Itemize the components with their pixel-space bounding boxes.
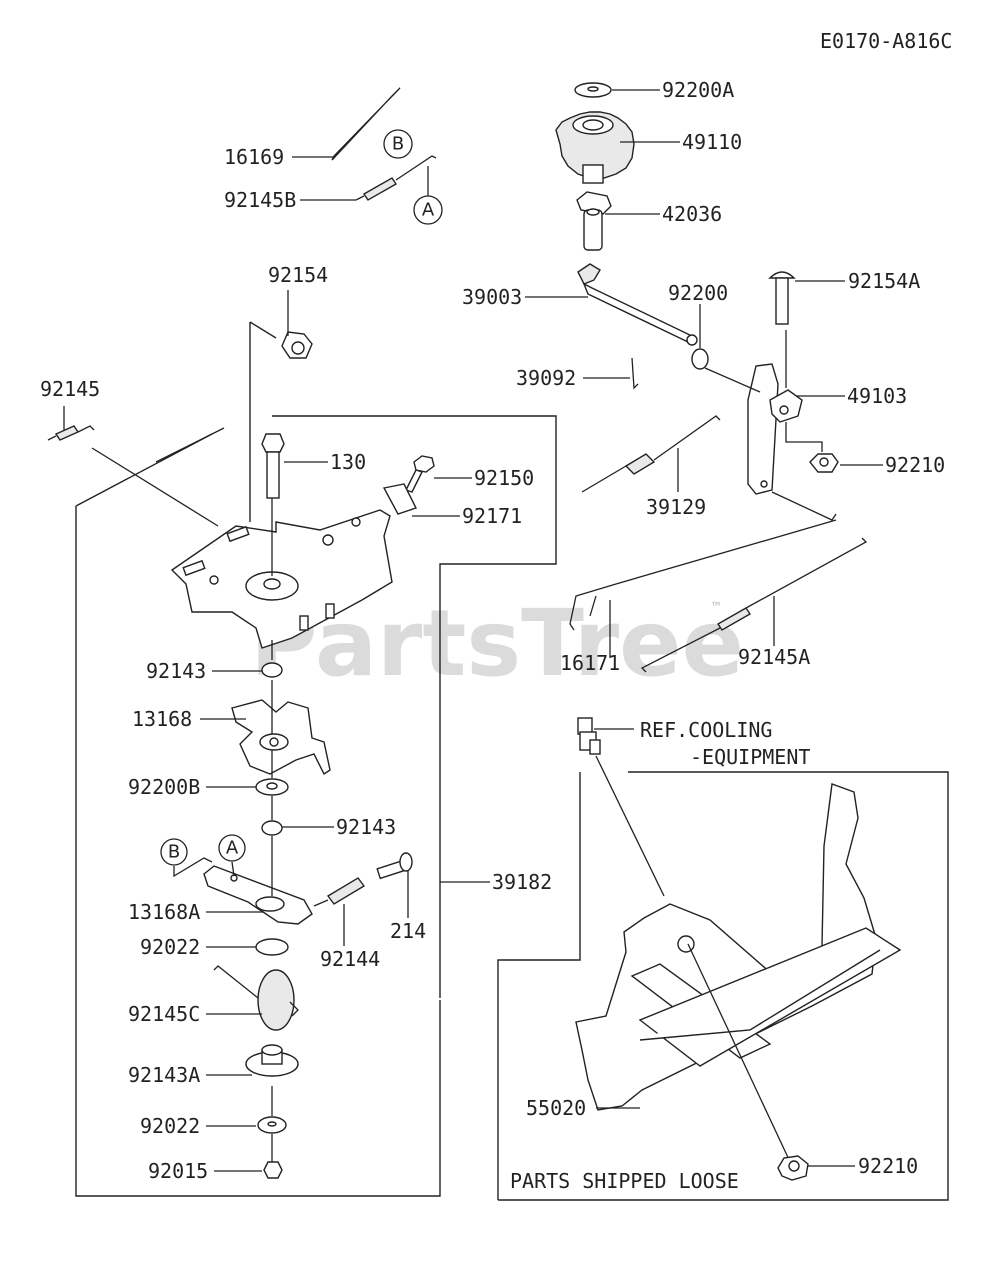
watermark-tm: ™ <box>712 600 720 616</box>
screw-214-part <box>376 852 413 880</box>
label-92143-lower[interactable]: 92143 <box>336 815 396 839</box>
bolt-130-part <box>261 433 285 499</box>
spring-92145-part <box>47 425 95 441</box>
marker-b-lower <box>160 838 188 866</box>
ref-note-line1: REF.COOLING <box>640 718 772 742</box>
spring-92145B-part <box>355 155 437 201</box>
clip-92171-part <box>382 483 417 515</box>
label-92154A[interactable]: 92154A <box>848 269 920 293</box>
spring-92145A-part <box>640 537 868 673</box>
label-16171[interactable]: 16171 <box>560 651 620 675</box>
lever-13168-part <box>231 699 331 776</box>
washer-92200A-part <box>574 82 612 98</box>
label-214[interactable]: 214 <box>390 919 426 943</box>
label-92171[interactable]: 92171 <box>462 504 522 528</box>
spring-92144-part <box>313 877 366 907</box>
label-39182[interactable]: 39182 <box>492 870 552 894</box>
washer-92143-upper-part <box>261 662 283 678</box>
label-92200A[interactable]: 92200A <box>662 78 734 102</box>
rod-16171-part <box>569 519 837 631</box>
label-92210-top[interactable]: 92210 <box>885 453 945 477</box>
label-92145A[interactable]: 92145A <box>738 645 810 669</box>
label-39003[interactable]: 39003 <box>462 285 522 309</box>
marker-b-lower-text: B <box>168 842 180 863</box>
marker-b-top <box>383 129 413 159</box>
label-92154[interactable]: 92154 <box>268 263 328 287</box>
ref-note-line2: -EQUIPMENT <box>690 745 810 769</box>
washer-92143-lower-part <box>261 820 283 836</box>
marker-a-lower <box>218 834 246 862</box>
bolt-92154A-part <box>768 271 796 325</box>
bolt-92154-part <box>281 331 313 359</box>
label-92145[interactable]: 92145 <box>40 377 100 401</box>
label-16169[interactable]: 16169 <box>224 145 284 169</box>
shield-55020-part <box>575 783 902 1111</box>
label-92150[interactable]: 92150 <box>474 466 534 490</box>
label-42036[interactable]: 42036 <box>662 202 722 226</box>
label-92022-upper[interactable]: 92022 <box>140 935 200 959</box>
label-55020[interactable]: 55020 <box>526 1096 586 1120</box>
label-39129[interactable]: 39129 <box>646 495 706 519</box>
bracket-part <box>170 509 393 649</box>
shaft-42036-part <box>576 191 612 251</box>
label-92015[interactable]: 92015 <box>148 1159 208 1183</box>
diagram-code: E0170-A816C <box>820 29 952 53</box>
nut-92210-bottom-part <box>777 1155 809 1181</box>
label-92200B[interactable]: 92200B <box>128 775 200 799</box>
label-92145B[interactable]: 92145B <box>224 188 296 212</box>
label-92210-bottom[interactable]: 92210 <box>858 1154 918 1178</box>
label-92145C[interactable]: 92145C <box>128 1002 200 1026</box>
label-92143A[interactable]: 92143A <box>128 1063 200 1087</box>
spring-92145C-part <box>213 965 299 1031</box>
governor-shaft-39003-part <box>577 263 698 346</box>
stud-bolt-part <box>577 717 601 755</box>
loose-parts-note: PARTS SHIPPED LOOSE <box>510 1169 739 1193</box>
label-39092[interactable]: 39092 <box>516 366 576 390</box>
marker-a-top-text: A <box>422 200 435 221</box>
label-49103[interactable]: 49103 <box>847 384 907 408</box>
label-92144[interactable]: 92144 <box>320 947 380 971</box>
nut-92015-part <box>263 1161 283 1179</box>
label-92022-lower[interactable]: 92022 <box>140 1114 200 1138</box>
label-13168A[interactable]: 13168A <box>128 900 200 924</box>
screw-92150-part <box>405 455 435 493</box>
label-13168[interactable]: 13168 <box>132 707 192 731</box>
label-92143-upper[interactable]: 92143 <box>146 659 206 683</box>
lever-13168A-part <box>203 865 313 925</box>
washer-92200-part <box>691 348 709 370</box>
label-92200[interactable]: 92200 <box>668 281 728 305</box>
nut-92210-top-part <box>809 453 839 473</box>
marker-b-top-text: B <box>392 134 404 155</box>
marker-a-top <box>413 195 443 225</box>
governor-lever-49103-part <box>747 363 803 495</box>
lever-16169-part <box>331 87 401 161</box>
spring-39129-part <box>581 415 721 493</box>
label-49110[interactable]: 49110 <box>682 130 742 154</box>
gear-49110-part <box>555 111 635 184</box>
marker-a-lower-text: A <box>226 838 239 859</box>
washer-92022-upper-part <box>255 938 289 956</box>
pin-39092-part <box>631 357 639 390</box>
label-130[interactable]: 130 <box>330 450 366 474</box>
bushing-92143A-part <box>245 1044 299 1077</box>
